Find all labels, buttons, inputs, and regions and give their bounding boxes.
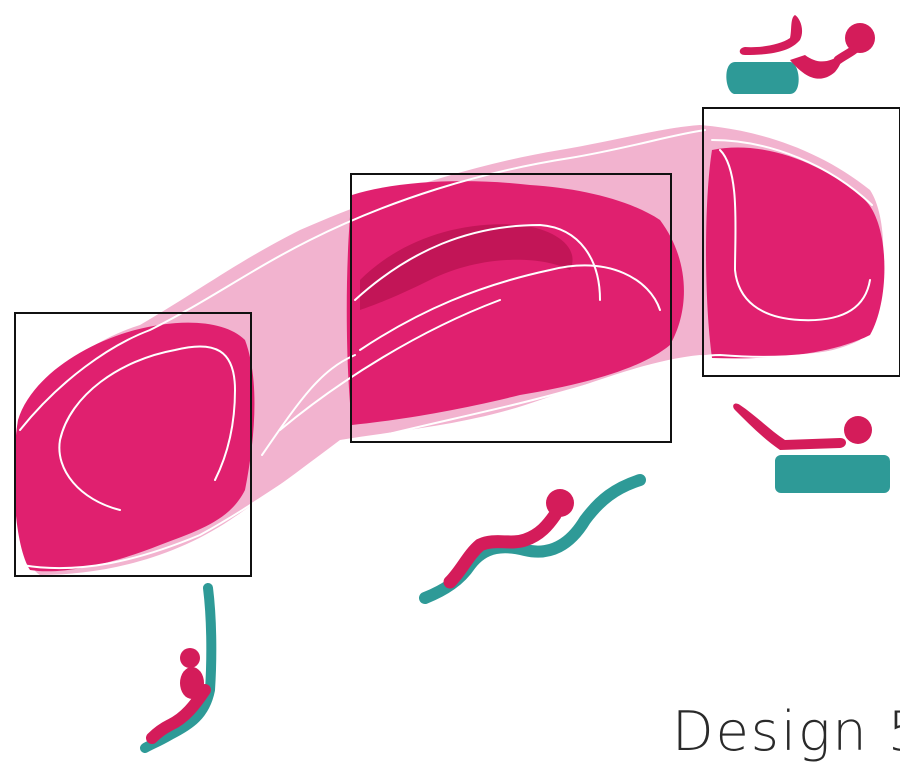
figure-neck	[838, 48, 856, 60]
figure-body	[733, 404, 846, 450]
figure-head	[844, 416, 872, 444]
figure-support-cylinder	[726, 62, 798, 94]
figure-support-block	[775, 455, 890, 493]
center-lobe	[347, 181, 684, 425]
design-caption: Design 5	[672, 700, 900, 763]
figure-lying-flat-right	[733, 404, 890, 493]
figure-head	[180, 648, 200, 668]
figure-torso	[180, 667, 204, 699]
left-lobe	[14, 323, 254, 572]
figure-reclined-curve-center	[425, 480, 640, 598]
figure-body	[740, 15, 802, 55]
figure-upright-bottom-left	[145, 588, 211, 748]
figure-head	[546, 489, 574, 517]
figure-reclining-top-right	[726, 15, 875, 94]
